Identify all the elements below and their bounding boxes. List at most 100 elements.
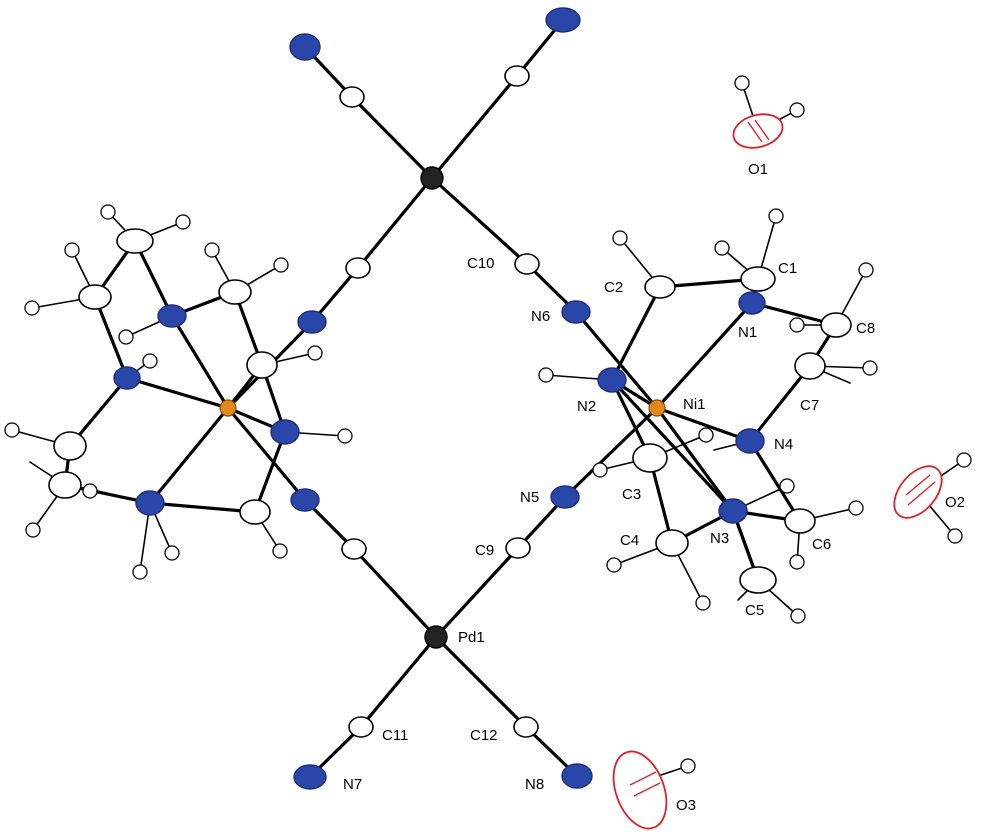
carbon-atom <box>48 471 82 499</box>
bond-line <box>350 95 434 180</box>
hydrogen-atom <box>272 543 288 559</box>
hydrogen-atom <box>24 300 40 316</box>
label-c3: C3 <box>622 486 641 503</box>
label-c6: C6 <box>812 536 831 553</box>
bond-line <box>748 439 802 523</box>
bond-line <box>905 474 931 496</box>
nitrogen-atom <box>270 419 300 445</box>
bond-line <box>754 119 770 141</box>
atom-n2 <box>597 367 627 393</box>
bond-line <box>748 364 812 443</box>
label-c9: C9 <box>475 542 494 559</box>
label-c7: C7 <box>800 397 819 414</box>
bond-line <box>430 74 519 180</box>
label-ni1: Ni1 <box>683 396 706 413</box>
bond-line <box>133 239 174 318</box>
label-n7: N7 <box>343 776 362 793</box>
hydrogen-atom <box>790 608 806 624</box>
label-n1: N1 <box>738 324 757 341</box>
atom-c2 <box>644 275 676 299</box>
hydrogen-atom <box>82 483 98 499</box>
hydrogen-atom <box>307 345 323 361</box>
hydrogen-atom <box>538 367 554 383</box>
atom-c10 <box>514 253 540 275</box>
nitrogen-atom <box>135 490 165 516</box>
hydrogen-atom <box>606 557 622 573</box>
label-c5: C5 <box>745 602 764 619</box>
label-c12: C12 <box>470 727 498 744</box>
atom-c3 <box>632 443 668 473</box>
hydrogen-atom <box>175 214 191 230</box>
nitrogen-atom <box>290 488 320 512</box>
label-n3: N3 <box>710 530 729 547</box>
hydrogen-atom <box>4 422 20 438</box>
bond-line <box>655 301 754 410</box>
hydrogen-atom <box>118 329 134 345</box>
bond-line <box>93 295 129 380</box>
hydrogen-atom <box>204 242 220 258</box>
hydrogen-atom <box>695 595 711 611</box>
atom-n8 <box>561 763 593 789</box>
hydrogen-atom <box>789 317 805 333</box>
bond-line <box>633 782 661 797</box>
carbon-atom <box>341 538 367 560</box>
bond-line <box>629 771 657 786</box>
nitrogen-atom <box>545 7 581 33</box>
bond-line <box>352 547 438 639</box>
nitrogen-atom <box>297 310 327 334</box>
hydrogen-atom <box>25 522 41 538</box>
label-pd1: Pd1 <box>458 629 485 646</box>
oxygen-atoms <box>612 113 943 830</box>
carbon-atom <box>339 86 365 108</box>
atom-o1 <box>732 113 784 149</box>
atom-n1 <box>738 291 766 315</box>
hydrogen-atom <box>680 758 696 774</box>
nitrogen-atoms <box>113 7 766 790</box>
atom-c5 <box>739 566 777 594</box>
atom-c12 <box>513 716 539 738</box>
atom-n5 <box>550 485 580 509</box>
hydrogen-atom <box>273 257 289 273</box>
label-o1: O1 <box>748 161 768 178</box>
bond-line <box>356 176 434 270</box>
hydrogen-atom <box>789 102 805 118</box>
hydrogen-atom <box>858 262 874 278</box>
hydrogen-atom <box>698 427 714 443</box>
carbon-atoms <box>48 65 852 738</box>
bond-line <box>563 406 659 499</box>
atom-c9 <box>505 537 531 559</box>
carbon-atom <box>504 65 530 87</box>
bond-line <box>434 635 528 729</box>
hydrogen-atoms <box>4 75 972 774</box>
atom-ni1 <box>648 399 666 417</box>
hydrogen-atom <box>100 204 116 220</box>
atom-n7 <box>293 764 327 790</box>
bond-line <box>434 546 520 639</box>
atom-c8 <box>820 312 852 338</box>
hydrogen-atom <box>64 242 80 258</box>
label-c8: C8 <box>856 320 875 337</box>
palladium-atom <box>420 166 444 190</box>
hydrogen-atom <box>734 75 750 91</box>
bond-line <box>125 376 230 410</box>
atom-o2 <box>893 465 943 519</box>
carbon-atom <box>246 351 278 379</box>
bond-line <box>574 310 659 410</box>
carbon-atom <box>239 499 271 525</box>
label-c10: C10 <box>467 255 495 272</box>
metal-atoms <box>219 166 666 649</box>
label-c4: C4 <box>620 532 639 549</box>
bond-line <box>226 406 307 502</box>
nitrogen-atom <box>113 366 141 390</box>
hydrogen-atom <box>714 240 730 256</box>
bond-line <box>907 481 936 506</box>
bond-line <box>148 406 230 505</box>
bond-line <box>655 406 735 513</box>
atom-n3 <box>718 498 748 524</box>
bond-line <box>655 406 752 443</box>
bond-line <box>359 635 438 729</box>
carbon-atom <box>345 257 371 279</box>
atom-c4 <box>655 529 689 557</box>
hydrogen-atom <box>612 230 628 246</box>
bond-line <box>747 121 763 143</box>
